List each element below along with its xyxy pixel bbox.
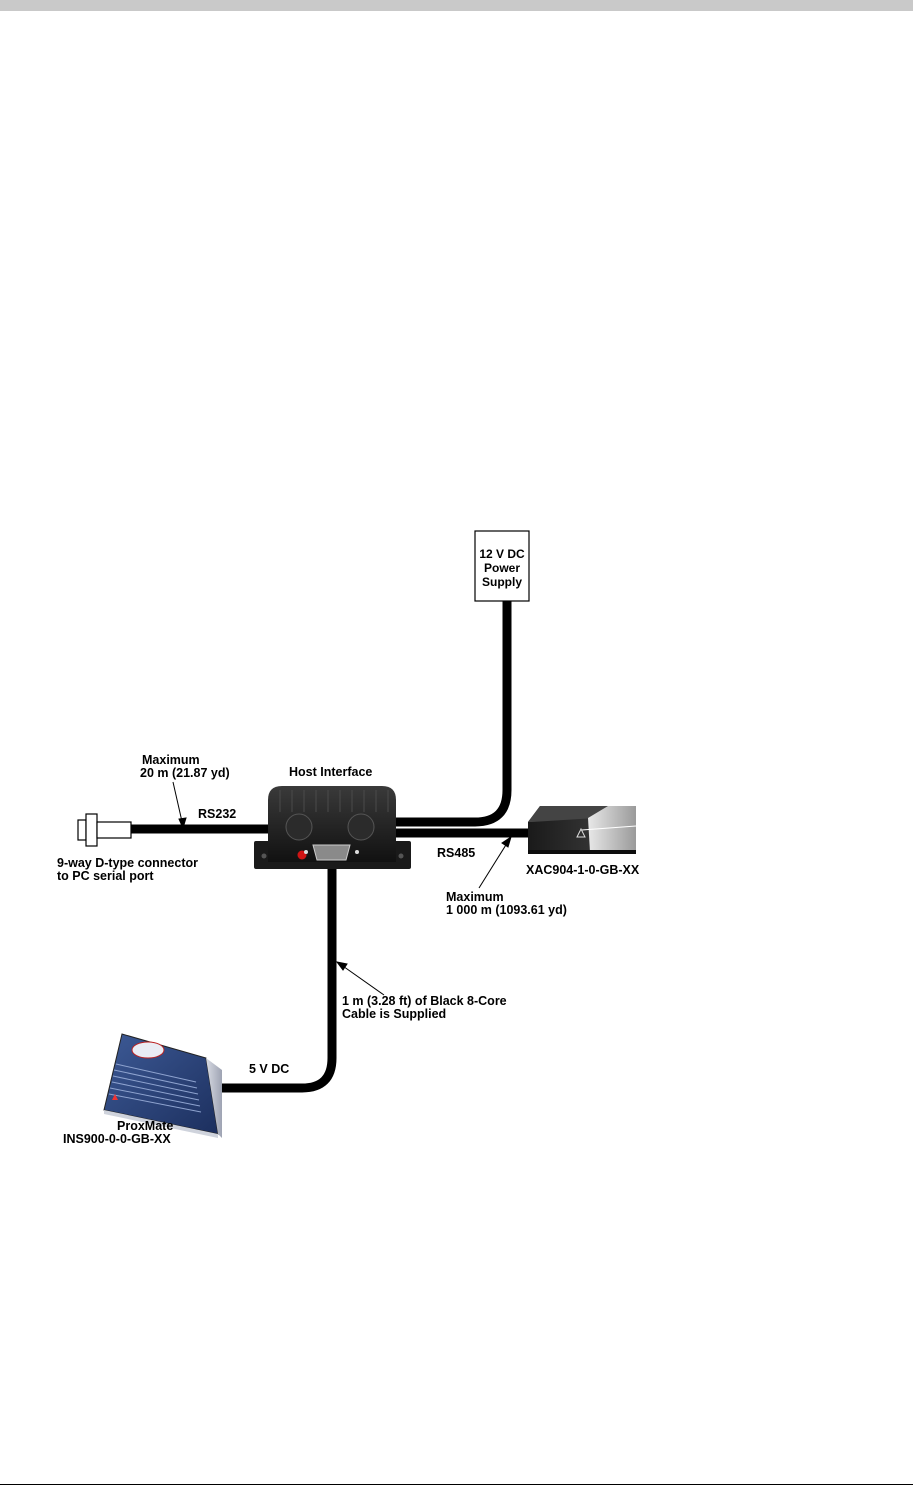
proxmate-label-line2: INS900-0-0-GB-XX [63,1132,171,1146]
rs485-maximum-line2: 1 000 m (1093.61 yd) [446,903,567,917]
connector-label-line2: to PC serial port [57,869,154,883]
cable-note-line2: Cable is Supplied [342,1007,446,1021]
rs232-maximum-line2: 20 m (21.87 yd) [140,766,230,780]
power-supply: 12 V DC Power Supply [474,530,530,602]
power-supply-label-line1: 12 V DC [479,547,525,561]
power-5v-label: 5 V DC [249,1062,289,1076]
rs232-arrowhead [178,817,187,830]
reader-label: XAC904-1-0-GB-XX [526,863,640,877]
cable-note-line1: 1 m (3.28 ft) of Black 8-Core [342,994,507,1008]
proxmate-label-line1: ProxMate [117,1119,173,1133]
power-supply-label-line3: Supply [482,575,522,589]
proxmate-cable [220,868,337,1093]
rs232-label: RS232 [198,807,236,821]
proxmate-device [103,1033,222,1138]
xac-reader-device [528,806,637,854]
power-cable [395,601,512,827]
page-bottom-rule [0,1484,913,1485]
rs485-maximum-line1: Maximum [446,890,504,904]
rs232-maximum-line1: Maximum [142,753,200,767]
connector-label-line1: 9-way D-type connector [57,856,198,870]
rs485-max-arrow [478,839,510,889]
host-interface-device [254,786,411,869]
power-supply-label-line2: Power [484,561,520,575]
annotation-arrows [172,781,512,996]
cable-note-arrow [339,963,385,996]
cable-note-arrowhead [335,961,348,971]
rs485-arrowhead [501,835,512,848]
rs485-label: RS485 [437,846,475,860]
host-interface-label: Host Interface [289,765,372,779]
cables [130,601,528,1093]
d-type-connector [77,813,132,847]
page-top-bar [0,0,913,11]
